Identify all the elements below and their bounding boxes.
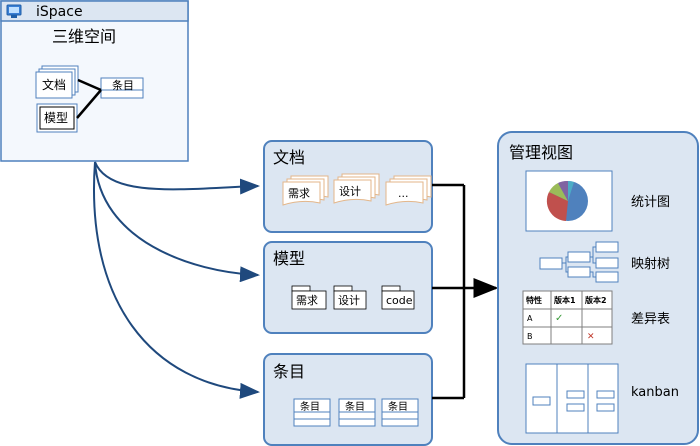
diff-table-header: 版本1 xyxy=(553,295,576,305)
arrow-to-entries xyxy=(93,161,260,399)
ispace-model-label: 模型 xyxy=(44,111,68,125)
view-label: kanban xyxy=(631,385,679,400)
ispace-connector xyxy=(76,89,102,119)
mapping-tree-thumbnail xyxy=(539,241,619,283)
kanban-thumbnail xyxy=(525,363,619,434)
model-item-label: 设计 xyxy=(338,294,360,307)
entries-panel: 条目 条目 条目 条目 xyxy=(263,353,433,446)
entry-item: 条目 xyxy=(338,398,376,427)
docs-panel-title: 文档 xyxy=(273,148,305,167)
ispace-arrows xyxy=(93,161,260,399)
ispace-entry: 条目 xyxy=(100,77,144,99)
view-label: 映射树 xyxy=(631,256,670,272)
cross-icon: ✕ xyxy=(587,332,595,342)
diff-table-thumbnail: 特性 版本1 版本2 A B ✓ ✕ xyxy=(522,290,613,345)
entry-item-label: 条目 xyxy=(388,400,408,413)
monitor-icon xyxy=(6,4,22,18)
view-label: 统计图 xyxy=(631,195,670,210)
view-label: 差异表 xyxy=(631,312,670,327)
diff-table-row-label: A xyxy=(527,314,533,323)
pie-chart-thumbnail xyxy=(525,170,613,232)
model-item: code xyxy=(381,285,415,310)
ispace-subtitle: 三维空间 xyxy=(52,27,116,46)
model-item: 设计 xyxy=(333,285,367,310)
entries-panel-title: 条目 xyxy=(273,362,305,381)
doc-item-label: 需求 xyxy=(288,187,310,200)
ispace-label: iSpace xyxy=(36,4,83,20)
views-panel: 管理视图 统计图 映射树 xyxy=(497,131,699,445)
docs-panel: 文档 需求 设计 ... xyxy=(263,140,433,233)
model-item-label: code xyxy=(386,294,413,307)
model-item: 需求 xyxy=(291,285,327,310)
panels-to-views-connector xyxy=(432,183,499,400)
ispace-model: 模型 xyxy=(36,103,78,133)
arrow-to-models xyxy=(94,161,260,283)
ispace-entry-label: 条目 xyxy=(112,78,134,92)
ispace-connector xyxy=(77,78,102,92)
model-panel-title: 模型 xyxy=(273,249,305,268)
doc-item: 设计 xyxy=(333,173,380,204)
diff-table-row-label: B xyxy=(527,332,533,341)
model-item-label: 需求 xyxy=(296,294,318,307)
ispace-box: iSpace 三维空间 文档 条目 模型 xyxy=(0,0,189,162)
doc-item: ... xyxy=(385,175,432,206)
diff-table-header: 版本2 xyxy=(584,295,607,305)
ispace-doc-label: 文档 xyxy=(42,77,66,92)
entry-item-label: 条目 xyxy=(345,400,365,413)
doc-item-label: ... xyxy=(398,187,409,200)
ispace-doc-stack: 文档 xyxy=(35,65,79,99)
entry-item: 条目 xyxy=(381,398,419,427)
doc-item-label: 设计 xyxy=(339,185,361,198)
entry-item-label: 条目 xyxy=(300,400,320,413)
arrow-to-docs xyxy=(94,161,260,195)
diff-table-header: 特性 xyxy=(526,295,542,305)
check-icon: ✓ xyxy=(555,313,563,324)
doc-item: 需求 xyxy=(282,175,329,206)
entry-item: 条目 xyxy=(293,398,331,427)
model-panel: 模型 需求 设计 code xyxy=(263,241,433,334)
views-panel-title: 管理视图 xyxy=(509,143,573,162)
